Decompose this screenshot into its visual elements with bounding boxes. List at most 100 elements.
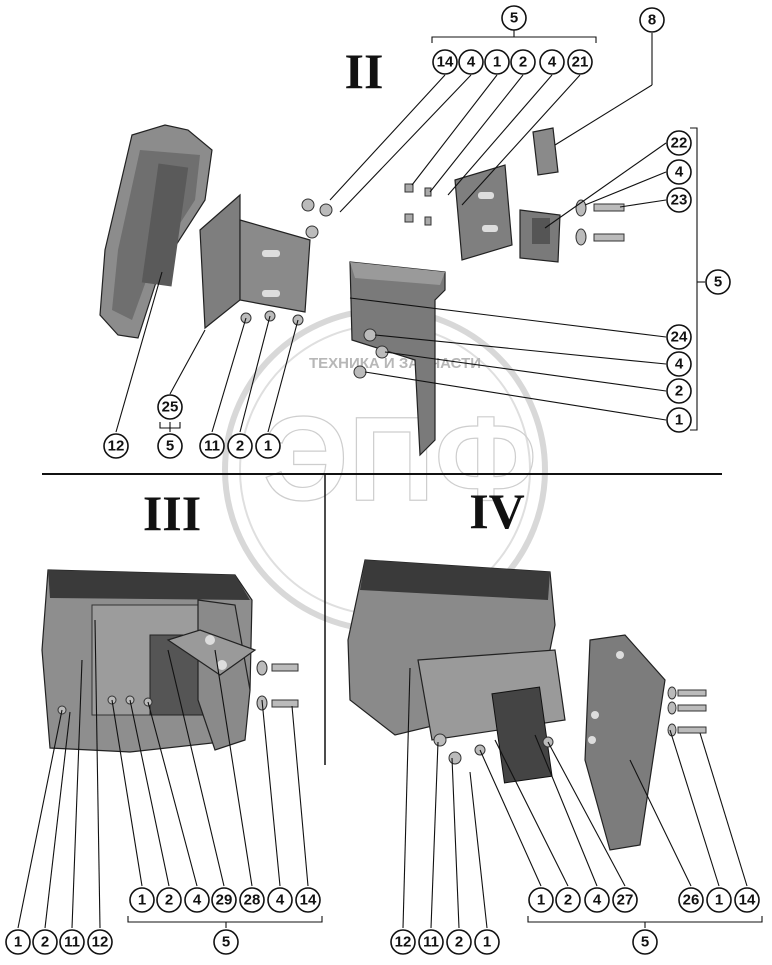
bracket-24 — [349, 261, 446, 457]
section-label-iii: III — [143, 485, 201, 541]
svg-text:1: 1 — [537, 892, 545, 909]
callout-iv-group: 5 — [632, 929, 658, 955]
nut-ii-c — [353, 365, 367, 379]
svg-text:29: 29 — [216, 892, 233, 909]
svg-text:2: 2 — [236, 438, 244, 455]
callout-iv-1b: 1 — [706, 887, 732, 913]
callout-ii-12: 12 — [103, 433, 129, 459]
svg-text:2: 2 — [165, 892, 173, 909]
callout-iv-bottom-1: 1 — [474, 929, 500, 955]
svg-text:8: 8 — [648, 12, 656, 29]
svg-text:5: 5 — [222, 934, 230, 951]
hole-iii-a — [205, 635, 215, 645]
callout-ii-25: 25 — [157, 394, 183, 420]
bolt-23-a — [575, 199, 625, 217]
svg-text:5: 5 — [166, 438, 174, 455]
svg-text:5: 5 — [714, 274, 722, 291]
fender-bracket-strip — [141, 163, 189, 287]
svg-text:22: 22 — [671, 135, 688, 152]
bracket-22-core — [532, 218, 550, 244]
svg-text:1: 1 — [264, 438, 272, 455]
svg-text:27: 27 — [617, 892, 634, 909]
svg-text:5: 5 — [510, 10, 518, 27]
svg-text:21: 21 — [572, 54, 589, 71]
callout-iv-14: 14 — [734, 887, 760, 913]
callout-ii-4-lower: 4 — [666, 351, 692, 377]
callout-iii-4a: 4 — [184, 887, 210, 913]
callout-ii-top-4a: 4 — [458, 49, 484, 75]
svg-text:11: 11 — [423, 934, 439, 951]
bolt-23-b — [575, 228, 625, 246]
fender-iii-top — [48, 570, 250, 600]
nut-iv-b — [448, 751, 462, 765]
callout-iii-1: 1 — [129, 887, 155, 913]
svg-text:12: 12 — [395, 934, 412, 951]
svg-text:4: 4 — [193, 892, 202, 909]
svg-text:12: 12 — [108, 438, 125, 455]
callout-ii-2: 2 — [227, 433, 253, 459]
callout-iv-4: 4 — [584, 887, 610, 913]
svg-text:2: 2 — [675, 383, 683, 400]
watermark-text: ТЕХНИКА И ЗАПЧАСТИ — [309, 355, 481, 372]
callout-ii-11: 11 — [199, 433, 225, 459]
svg-text:2: 2 — [564, 892, 572, 909]
hole-26-a — [616, 651, 624, 659]
callout-iii-2: 2 — [156, 887, 182, 913]
svg-text:25: 25 — [162, 399, 179, 416]
bolt-14-iv-a — [667, 686, 707, 700]
section-label-iv: IV — [469, 483, 525, 539]
svg-text:1: 1 — [138, 892, 146, 909]
hole-26-b — [591, 711, 599, 719]
callout-iii-28: 28 — [239, 887, 265, 913]
callout-ii-top-2: 2 — [510, 49, 536, 75]
svg-text:2: 2 — [41, 934, 49, 951]
mount-plate-25 — [199, 193, 241, 330]
watermark-logo: ЭПФ — [263, 392, 537, 526]
plate-29 — [166, 629, 257, 676]
callout-ii-top-21: 21 — [567, 49, 593, 75]
hole-iii-b — [217, 660, 227, 670]
block-27 — [491, 686, 553, 784]
callout-iv-27: 27 — [612, 887, 638, 913]
hole-26-c — [588, 736, 596, 744]
svg-text:11: 11 — [204, 438, 220, 455]
svg-text:1: 1 — [483, 934, 491, 951]
callout-iv-bottom-12: 12 — [390, 929, 416, 955]
callout-ii-top-14: 14 — [432, 49, 458, 75]
callout-iii-left-1: 1 — [5, 929, 31, 955]
section-iii-parts — [41, 569, 299, 753]
svg-text:4: 4 — [593, 892, 602, 909]
leader-lines — [17, 30, 763, 929]
callout-ii-23: 23 — [666, 187, 692, 213]
svg-text:1: 1 — [14, 934, 22, 951]
callout-ii-2-lower: 2 — [666, 378, 692, 404]
callouts: 5 14 4 1 2 4 21 8 22 4 23 — [5, 5, 760, 955]
nut-small-4 — [424, 216, 432, 226]
nut-small-2 — [404, 213, 414, 223]
fender-iv-top — [360, 560, 550, 600]
callout-iii-left-2: 2 — [32, 929, 58, 955]
callout-iii-left-11: 11 — [59, 929, 85, 955]
callout-iii-4b: 4 — [267, 887, 293, 913]
plate-21 — [454, 164, 513, 261]
bolt-ii-a — [301, 198, 315, 212]
svg-text:1: 1 — [715, 892, 723, 909]
svg-text:26: 26 — [683, 892, 700, 909]
mount-plate-25-face — [239, 219, 311, 313]
plate-slot-2 — [262, 290, 280, 297]
bracket-26 — [584, 634, 666, 851]
callout-ii-24: 24 — [666, 324, 692, 350]
svg-text:1: 1 — [493, 54, 501, 71]
callout-iii-14: 14 — [295, 887, 321, 913]
callout-ii-top-1: 1 — [484, 49, 510, 75]
svg-text:11: 11 — [64, 934, 80, 951]
plate-slot-1 — [262, 250, 280, 257]
svg-text:23: 23 — [671, 192, 688, 209]
plate-21-slot-2 — [482, 225, 498, 232]
svg-text:2: 2 — [455, 934, 463, 951]
svg-text:14: 14 — [739, 892, 756, 909]
callout-ii-25-group: 5 — [157, 433, 183, 459]
svg-text:12: 12 — [92, 934, 109, 951]
svg-text:1: 1 — [675, 412, 683, 429]
